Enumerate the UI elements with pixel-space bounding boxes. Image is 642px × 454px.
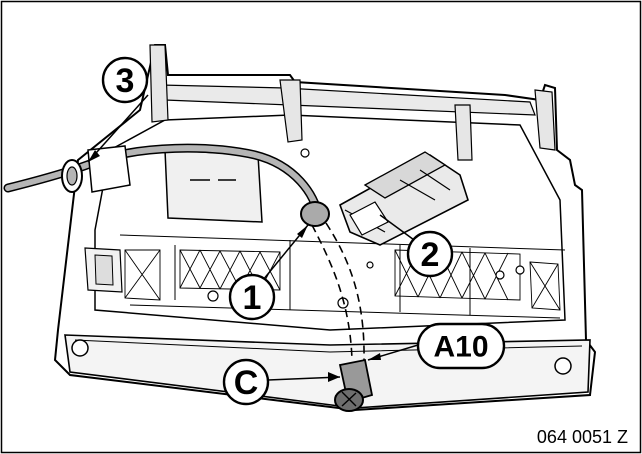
cable-entry-point xyxy=(300,201,330,227)
callout-2: 2 xyxy=(406,230,454,278)
svg-text:C: C xyxy=(234,364,259,402)
callout-a10: A10 xyxy=(416,322,506,370)
mounting-hole-right xyxy=(554,357,572,375)
connector-plug xyxy=(339,151,469,246)
cable-grommet xyxy=(61,145,131,193)
svg-text:2: 2 xyxy=(421,236,440,274)
svg-text:3: 3 xyxy=(116,62,135,100)
svg-text:A10: A10 xyxy=(433,331,488,364)
cable-end-plug xyxy=(334,358,374,412)
callout-c: C xyxy=(222,358,270,406)
callout-1: 1 xyxy=(228,273,276,321)
housing-flange xyxy=(64,334,591,409)
display-window xyxy=(164,149,263,223)
mounting-hole-left xyxy=(71,339,89,357)
figure-code-label: 064 0051 Z xyxy=(536,427,628,447)
hatched-ribs-left xyxy=(179,249,281,291)
screw-holes xyxy=(207,148,525,309)
svg-text:1: 1 xyxy=(243,279,262,317)
hidden-cable-route xyxy=(311,222,365,361)
callout-3: 3 xyxy=(101,56,149,104)
